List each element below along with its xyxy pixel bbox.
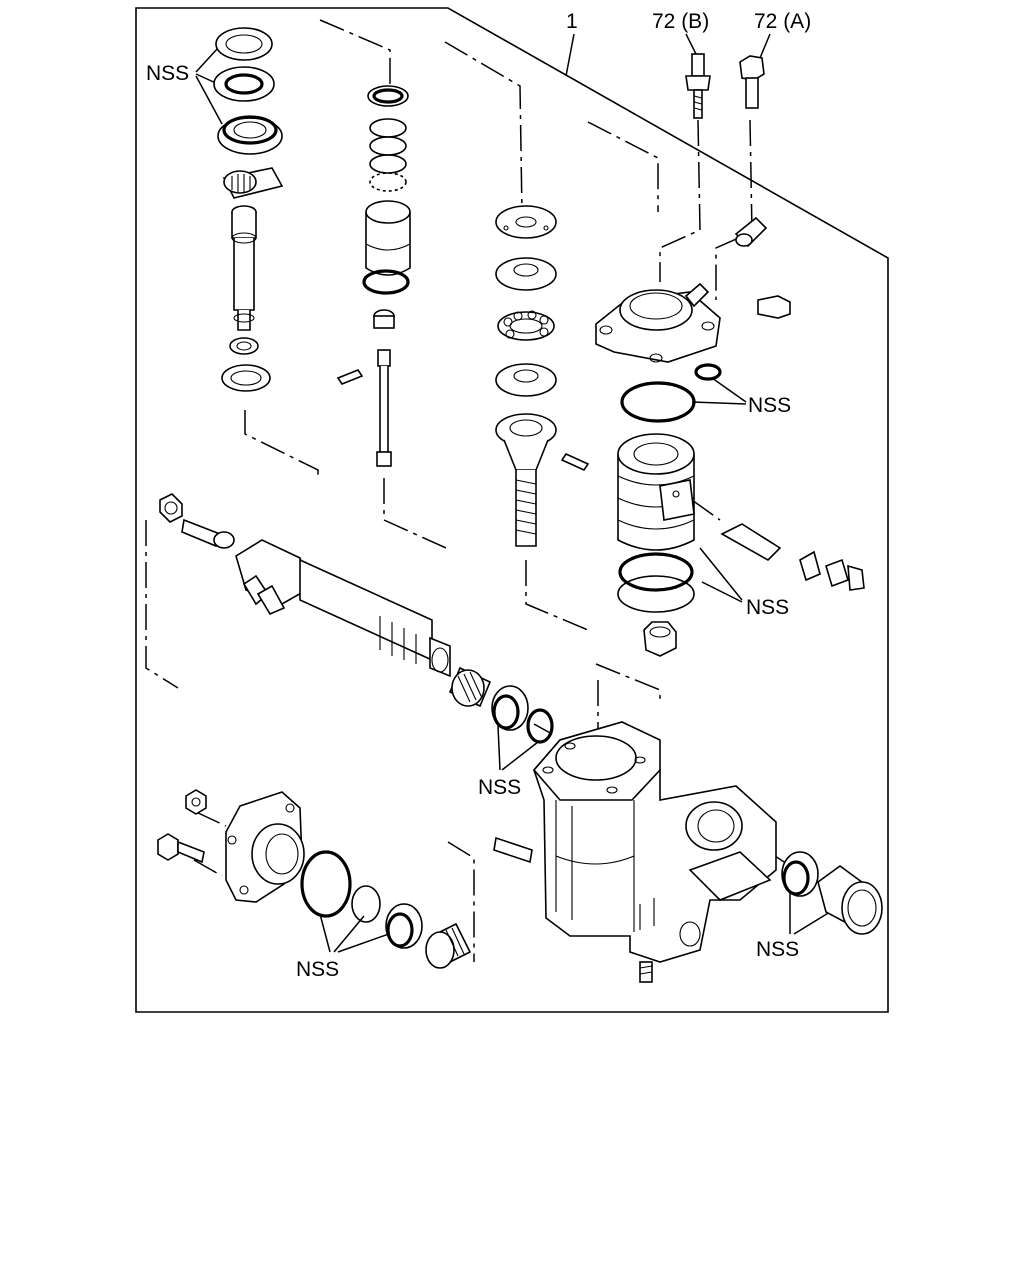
alignment-lines [145,19,785,962]
thrust-race [495,257,557,291]
roll-pin-left [336,369,364,385]
large-o-ring [620,381,696,423]
rack-guide [720,523,821,582]
adjust-screw-left [181,518,235,549]
cover-large-o-ring [300,850,352,918]
housing-stud [493,836,533,864]
control-valve-piston [365,200,411,276]
cover-small-o-ring [351,885,381,923]
bolt-72a [739,55,765,109]
thrust-washer [221,364,271,392]
nss-label-center: NSS [478,776,521,799]
assembly-number-label: 1 [566,10,578,33]
seal-washer-2 [213,66,275,102]
piston-o-ring [618,552,694,592]
side-oil-seal [781,851,819,897]
part-72a-label: 72 (A) [754,10,811,33]
nss-label-bottom-left: NSS [296,958,339,981]
nss-leaders-right-middle [699,547,743,603]
adjust-nut-left [159,493,183,523]
side-cover-nut [185,789,207,815]
ball-bearing [497,310,555,341]
needle-bearing-middle [448,666,492,708]
valve-rod [373,309,395,467]
adjusting-screw [495,413,557,547]
part-72b-label: 72 (B) [652,10,709,33]
sector-oil-seal [491,685,529,731]
side-fitting [757,295,791,319]
seal-washer-1 [215,27,273,61]
sector-shaft [235,539,451,678]
plug-nut [643,621,677,657]
sector-snap-ring [526,708,554,744]
gear-housing [532,721,777,963]
small-washer [229,337,259,355]
nss-leaders-bottom-right [789,892,831,935]
drain-plug [639,961,653,983]
needle-bearing-lower [425,922,472,969]
mounting-bolt-right [825,558,865,591]
piston-seal-ring [617,575,695,613]
power-piston [617,433,695,551]
nss-label-right-middle: NSS [746,596,789,619]
valve-housing [595,282,721,363]
nss-leaders-center [497,725,539,771]
ring-stack [367,85,409,192]
bleeder-screw-72b [685,53,711,119]
nss-label-bottom-right: NSS [756,938,799,961]
nss-label-right-upper: NSS [748,394,791,417]
needle-bearing-upper [222,167,284,199]
pinion-shaft [231,205,257,331]
diagram-frame [135,7,889,1013]
side-cover-bolt [157,833,205,864]
o-ring [362,269,410,295]
side-cover [225,791,305,903]
oil-seal [217,115,283,155]
nss-label-top-left: NSS [146,62,189,85]
part-72a-leader [759,33,771,59]
nss-leaders-right-upper [691,377,747,405]
roll-pin-right [560,452,590,472]
assembly-leader [565,33,575,77]
pipe-adapter [817,865,883,935]
union-fitting [734,216,768,248]
cover-oil-seal [385,903,423,949]
bearing-race-lower [495,363,557,397]
small-o-ring-right [694,363,722,381]
bearing-plate [495,205,557,239]
